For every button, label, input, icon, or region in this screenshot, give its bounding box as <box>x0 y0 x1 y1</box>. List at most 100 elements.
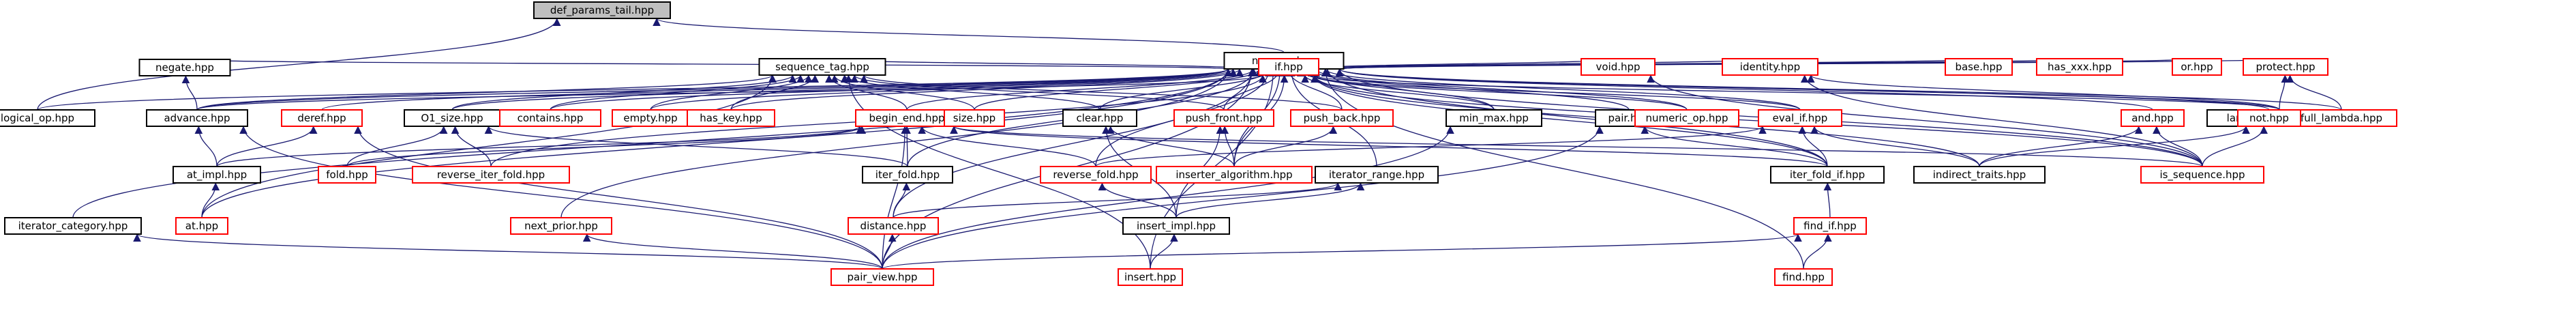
edge-reverse_fold-to-insert_impl <box>1098 182 1177 218</box>
edge-if-to-numeric_op <box>1311 74 1688 111</box>
node-has-key[interactable]: has_key.hpp <box>687 109 775 127</box>
node-advance[interactable]: advance.hpp <box>146 109 248 127</box>
node-label: empty.hpp <box>623 112 677 124</box>
edge-pair-to-iter_fold_if <box>1641 126 1828 167</box>
node-not[interactable]: not.hpp <box>2237 109 2301 127</box>
edge-if-to-advance <box>196 74 1267 111</box>
node-label: identity.hpp <box>1740 61 1800 73</box>
node-insert-impl[interactable]: insert_impl.hpp <box>1122 217 1230 235</box>
node-reverse-iter-fold[interactable]: reverse_iter_fold.hpp <box>412 166 570 184</box>
node-indirect-traits[interactable]: indirect_traits.hpp <box>1913 166 2046 184</box>
edge-na_spec-to-O1_size <box>451 68 1232 111</box>
node-iter-fold[interactable]: iter_fold.hpp <box>862 166 953 184</box>
node-has-xxx[interactable]: has_xxx.hpp <box>2036 58 2123 76</box>
edge-iterator_range-to-insert_impl <box>1175 182 1365 218</box>
node-at-impl[interactable]: at_impl.hpp <box>173 166 261 184</box>
node-label: reverse_iter_fold.hpp <box>437 169 545 182</box>
node-is-sequence[interactable]: is_sequence.hpp <box>2140 166 2264 184</box>
node-label: not.hpp <box>2249 112 2289 124</box>
node-deref[interactable]: deref.hpp <box>281 109 363 127</box>
edge-sequence_tag-to-advance <box>196 74 777 111</box>
node-label: or.hpp <box>2181 61 2213 73</box>
node-label: has_xxx.hpp <box>2048 61 2112 74</box>
node-full-lambda[interactable]: full_lambda.hpp <box>2286 109 2397 127</box>
node-min-max[interactable]: min_max.hpp <box>1446 109 1542 127</box>
node-label: is_sequence.hpp <box>2159 169 2245 182</box>
node-protect[interactable]: protect.hpp <box>2243 58 2328 76</box>
node-push-back[interactable]: push_back.hpp <box>1290 109 1394 127</box>
edge-sequence_tag-to-push_front <box>850 74 1225 111</box>
node-label: push_front.hpp <box>1186 112 1263 125</box>
node-label: and.hpp <box>2131 112 2174 124</box>
edge-iterator_range-to-distance <box>893 182 1342 218</box>
edge-na_spec-to-negate <box>184 59 1231 70</box>
node-find-if[interactable]: find_if.hpp <box>1793 217 1867 235</box>
node-label: distance.hpp <box>860 220 927 232</box>
edge-na_spec-to-deref <box>321 68 1232 111</box>
node-next-prior[interactable]: next_prior.hpp <box>510 217 612 235</box>
edge-begin_end-to-iter_fold <box>903 126 911 167</box>
edge-def_params_tail-to-na_spec <box>653 18 1285 53</box>
edge-na_spec-to-and <box>1336 68 2153 111</box>
node-eval-if[interactable]: eval_if.hpp <box>1758 109 1842 127</box>
node-clear[interactable]: clear.hpp <box>1062 109 1137 127</box>
node-insert[interactable]: insert.hpp <box>1118 268 1183 286</box>
node-negate[interactable]: negate.hpp <box>138 59 231 76</box>
node-at[interactable]: at.hpp <box>175 217 228 235</box>
edge-O1_size-to-reverse_iter_fold <box>451 126 492 167</box>
edge-advance-to-at_impl <box>194 126 218 167</box>
edge-min_max-to-pair_view <box>882 126 1454 270</box>
node-inserter-algorithm[interactable]: inserter_algorithm.hpp <box>1156 166 1313 184</box>
edge-push_front-to-inserter_algorithm <box>1220 126 1235 167</box>
edge-na_spec-to-eval_if <box>1321 68 1801 111</box>
node-pair-view[interactable]: pair_view.hpp <box>830 268 934 286</box>
edge-if-to-iter_fold_if <box>1311 74 1828 167</box>
node-or[interactable]: or.hpp <box>2172 58 2222 76</box>
edge-void-to-is_sequence <box>1647 74 2203 167</box>
node-label: base.hpp <box>1955 61 2002 73</box>
node-label: iterator_category.hpp <box>18 220 128 233</box>
node-distance[interactable]: distance.hpp <box>848 217 939 235</box>
node-begin-end[interactable]: begin_end.hpp <box>855 109 959 127</box>
node-find[interactable]: find.hpp <box>1774 268 1833 286</box>
edge-na_spec-to-iterator_category <box>72 68 1233 218</box>
edge-na_spec-to-empty <box>650 68 1238 111</box>
node-if[interactable]: if.hpp <box>1258 58 1319 76</box>
node-label: logical_op.hpp <box>1 112 74 125</box>
edge-na_spec-to-iter_fold_if <box>1323 68 1828 167</box>
node-O1-size[interactable]: O1_size.hpp <box>404 109 500 127</box>
node-void[interactable]: void.hpp <box>1581 58 1656 76</box>
node-sequence-tag[interactable]: sequence_tag.hpp <box>758 58 886 76</box>
edge-sequence_tag-to-at <box>201 74 777 218</box>
node-label: contains.hpp <box>518 112 584 124</box>
edge-deref-to-pair_view <box>354 126 883 270</box>
node-label: iter_fold_if.hpp <box>1790 169 1865 182</box>
edge-na_spec-to-size <box>974 68 1263 111</box>
node-logical-op[interactable]: logical_op.hpp <box>0 109 95 127</box>
node-iter-fold-if[interactable]: iter_fold_if.hpp <box>1770 166 1885 184</box>
edge-O1_size-to-fold <box>346 126 448 167</box>
node-base[interactable]: base.hpp <box>1945 58 2013 76</box>
node-contains[interactable]: contains.hpp <box>499 109 601 127</box>
node-iterator-category[interactable]: iterator_category.hpp <box>4 217 142 235</box>
node-def-params-tail[interactable]: def_params_tail.hpp <box>533 1 671 19</box>
edge-find_if-to-pair_view <box>882 233 1802 270</box>
edge-advance-to-pair_view <box>239 126 883 270</box>
node-label: find_if.hpp <box>1803 220 1857 233</box>
edge-distance-to-pair_view <box>882 233 897 270</box>
node-and[interactable]: and.hpp <box>2121 109 2185 127</box>
edge-identity-to-lambda_no_ctps <box>1807 74 2280 111</box>
node-iterator-range[interactable]: iterator_range.hpp <box>1315 166 1439 184</box>
node-fold[interactable]: fold.hpp <box>318 166 376 184</box>
edge-protect-to-full_lambda <box>2286 74 2342 111</box>
edge-begin_end-to-reverse_fold <box>918 126 1096 167</box>
node-push-front[interactable]: push_front.hpp <box>1173 109 1274 127</box>
edge-iter_fold_if-to-find_if <box>1823 182 1832 218</box>
node-identity[interactable]: identity.hpp <box>1722 58 1818 76</box>
node-empty[interactable]: empty.hpp <box>612 109 689 127</box>
edge-na_spec-to-at <box>201 68 1233 218</box>
node-numeric-op[interactable]: numeric_op.hpp <box>1634 109 1739 127</box>
node-size[interactable]: size.hpp <box>944 109 1005 127</box>
edge-na_spec-to-next_prior <box>560 68 1233 218</box>
node-reverse-fold[interactable]: reverse_fold.hpp <box>1040 166 1152 184</box>
